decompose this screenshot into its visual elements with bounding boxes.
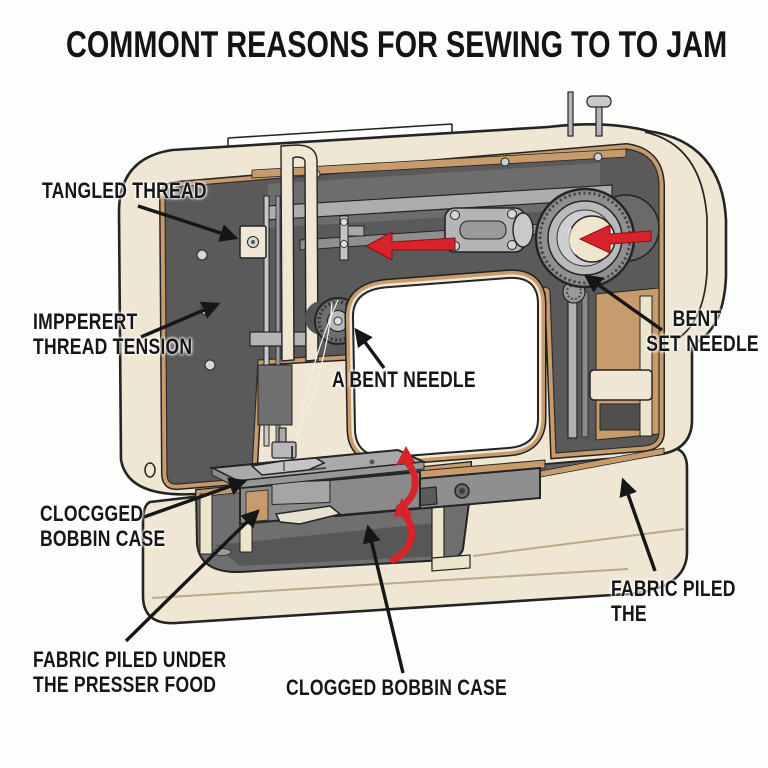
label-text: FABRIC PILED UNDER — [33, 647, 227, 672]
label-text: FABRIC PILED — [611, 576, 736, 601]
arrow-bent-needle — [354, 327, 386, 370]
page-title: COMMONT REASONS FOR SEWING TO TO JAM — [66, 24, 728, 65]
arrow-fabric-piled-right — [619, 477, 657, 572]
label-fabric-piled-right: FABRIC PILED THE — [611, 576, 736, 626]
red-arrow-upper-shaft — [364, 231, 456, 261]
label-bent-set-needle: BENT SET NEEDLE — [646, 306, 759, 357]
arrow-clogged-bobbin-bottom — [362, 524, 405, 674]
label-text: THE PRESSER FOOD — [33, 672, 217, 698]
accessory-tray — [431, 503, 471, 572]
label-clogged-bobbin-left: CLOCGGED BOBBIN CASE — [40, 501, 165, 551]
arrow-tangled-thread — [137, 204, 239, 242]
label-text: CLOCGGED — [40, 501, 144, 526]
label-text: BENT — [672, 306, 722, 331]
presser-foot — [250, 427, 326, 476]
spool-pins — [567, 91, 612, 137]
bobbin-bay — [194, 427, 665, 574]
label-tangled-thread: TANGLED THREAD — [42, 178, 207, 203]
label-text: SET NEEDLE — [646, 331, 759, 357]
red-arrow-handwheel — [578, 224, 652, 254]
frame-loop — [280, 144, 319, 362]
label-text: TANGLED THREAD — [42, 178, 207, 203]
arrow-clogged-bobbin-left — [143, 477, 248, 519]
bobbin-rotation-arrows — [389, 446, 419, 564]
label-text: A BENT NEEDLE — [332, 367, 476, 392]
end-cap-line — [644, 131, 708, 341]
machine-body — [117, 91, 728, 496]
label-arrows — [124, 204, 663, 674]
label-fabric-piled-under: FABRIC PILED UNDER THE PRESSER FOOD — [33, 647, 226, 697]
label-text: THE — [611, 601, 647, 627]
label-text: CLOGGED BOBBIN CASE — [286, 675, 507, 700]
arm-window — [344, 269, 547, 466]
arrow-thread-tension — [140, 301, 221, 339]
label-clogged-bobbin-bottom: CLOGGED BOBBIN CASE — [286, 675, 507, 700]
pillar-mechanism — [534, 187, 660, 441]
take-up-lever — [339, 215, 365, 261]
arrow-bent-set-needle — [583, 274, 663, 332]
needle-bar-drive-cylinder — [444, 207, 534, 253]
label-text: IMPPERERT — [33, 309, 138, 334]
label-bent-needle: A BENT NEEDLE — [332, 367, 476, 392]
label-text: THREAD TENSION — [33, 334, 193, 360]
label-text: BOBBIN CASE — [40, 526, 166, 552]
thread-line — [294, 299, 339, 438]
head-oval-hole — [144, 462, 156, 478]
label-thread-tension: IMPPERERT THREAD TENSION — [33, 309, 192, 359]
red-curved-arrow-lower — [389, 509, 415, 564]
arrow-fabric-piled-under — [124, 509, 260, 643]
